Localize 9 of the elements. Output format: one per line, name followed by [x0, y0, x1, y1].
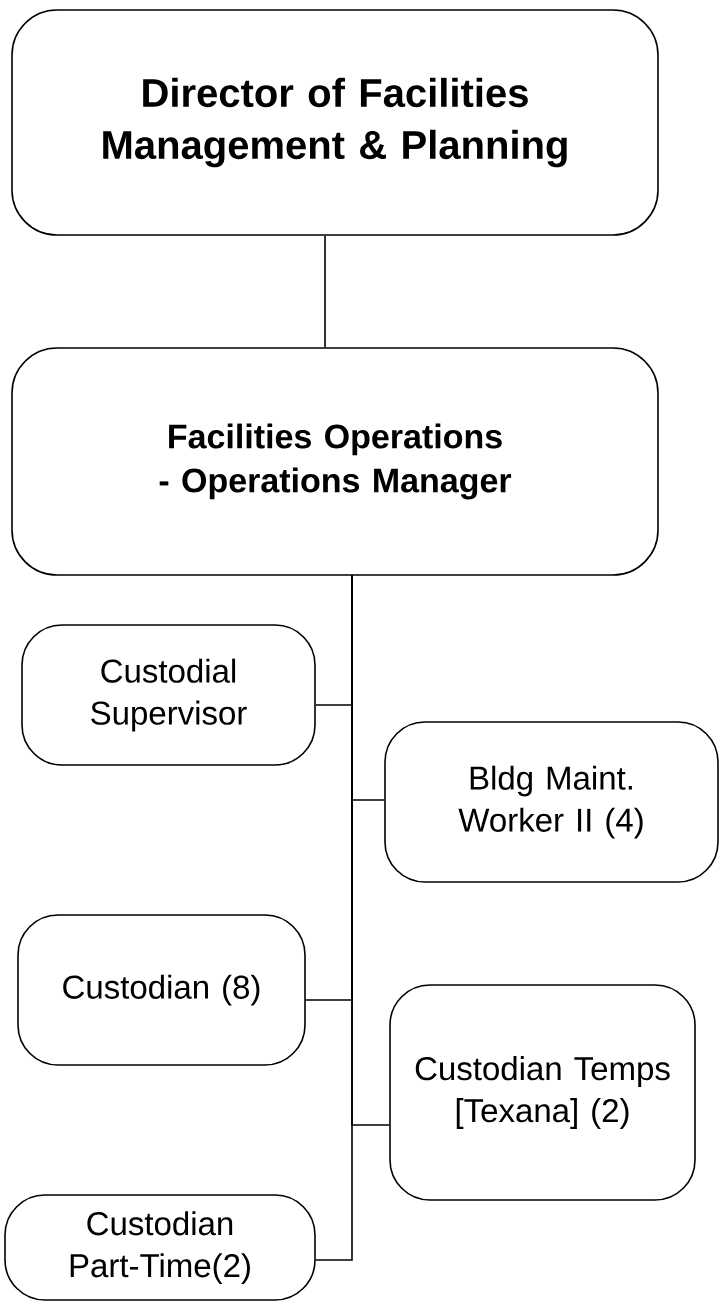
org-box: Director of Facilities Management & Planning [11, 9, 659, 236]
org-box: Bldg Maint. Worker II (4) [384, 721, 719, 883]
org-box: Custodian Part-Time(2) [4, 1194, 316, 1301]
org-box: Facilities Operations - Operations Manager [11, 347, 659, 576]
org-box: Custodian Temps [Texana] (2) [389, 984, 696, 1201]
connector-line [315, 574, 353, 1261]
connector-line [324, 235, 326, 348]
org-box: Custodian (8) [17, 914, 306, 1066]
org-box: Custodial Supervisor [21, 624, 316, 766]
